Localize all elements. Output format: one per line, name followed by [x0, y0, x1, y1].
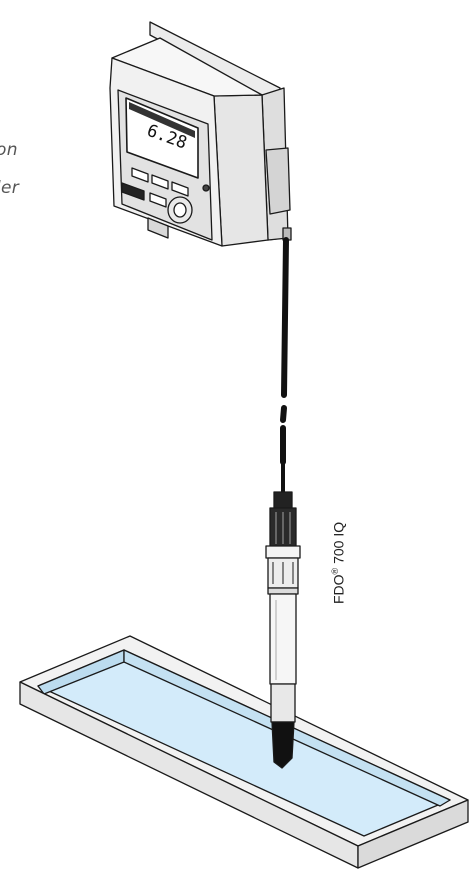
side-caption-line-1: on: [0, 140, 18, 160]
probe-label-rest: 700 IQ: [330, 521, 347, 568]
registered-mark: ®: [330, 567, 340, 575]
fdo-sensor-probe: [265, 491, 301, 769]
probe-label-main: FDO: [330, 574, 347, 604]
probe-model-label: FDO® 700 IQ: [330, 514, 350, 604]
controller-terminal: 6.28: [109, 21, 292, 247]
side-caption-line-2: ler: [0, 178, 20, 198]
sensor-cable: [280, 237, 289, 494]
calibration-tray: [19, 635, 469, 869]
